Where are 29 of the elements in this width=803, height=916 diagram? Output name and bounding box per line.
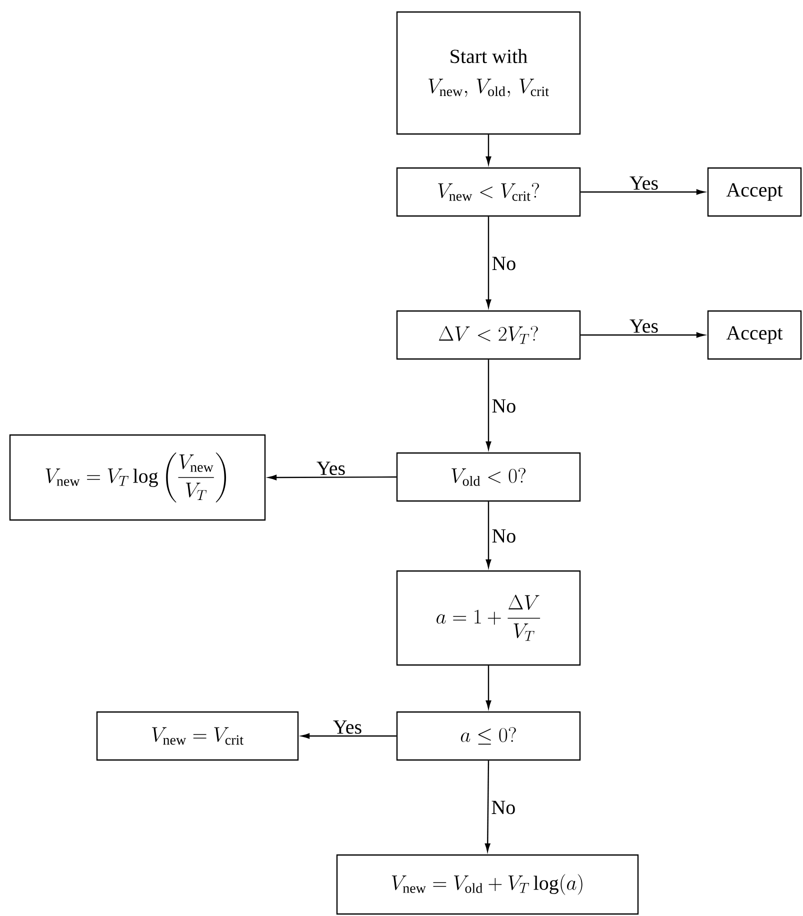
- edge-label: Yes: [316, 462, 345, 476]
- decision-box: $V_\mathrm{new} < V_\mathrm{crit}?$: [396, 167, 581, 217]
- arrow: [486, 666, 492, 709]
- decision-box: $V_\mathrm{old} < 0?$: [396, 452, 581, 502]
- edge-label: Yes: [630, 176, 658, 190]
- arrow: [486, 502, 492, 568]
- process-box: $a = 1 + \frac{\Delta V}{V_T}$: [396, 570, 581, 666]
- arrow: [268, 474, 396, 480]
- process-box: Start with $V_\mathrm{new},\, V_\mathrm{old},\, V_\mathrm{crit}$: [396, 11, 581, 135]
- process-box: $V_\mathrm{new} = V_\mathrm{crit}$: [96, 711, 299, 761]
- process-box: $V_\mathrm{new} = V_\mathrm{old} + V_T \log(a)$: [336, 854, 639, 915]
- edge-label: No: [492, 399, 516, 413]
- decision-box: $a \leq 0?$: [396, 711, 581, 761]
- arrow: [486, 216, 492, 308]
- edge-label: No: [492, 529, 516, 543]
- process-box: Accept: [707, 310, 802, 360]
- edge-label: Yes: [333, 720, 362, 734]
- edge-label: No: [492, 800, 515, 814]
- decision-box: $\Delta V < 2V_T?$: [396, 310, 581, 360]
- process-box: $V_\mathrm{new} = V_T \log\left(\frac{V_\mathrm{new}}{V_T}\right)$: [9, 434, 266, 521]
- edge-label: No: [492, 256, 516, 270]
- arrow: [580, 189, 705, 195]
- arrow: [486, 360, 492, 450]
- process-box: Accept: [707, 167, 802, 217]
- arrow: [301, 733, 396, 739]
- arrow: [580, 332, 705, 338]
- edge-label: Yes: [630, 320, 658, 333]
- arrow: [486, 134, 492, 165]
- arrow: [484, 760, 490, 852]
